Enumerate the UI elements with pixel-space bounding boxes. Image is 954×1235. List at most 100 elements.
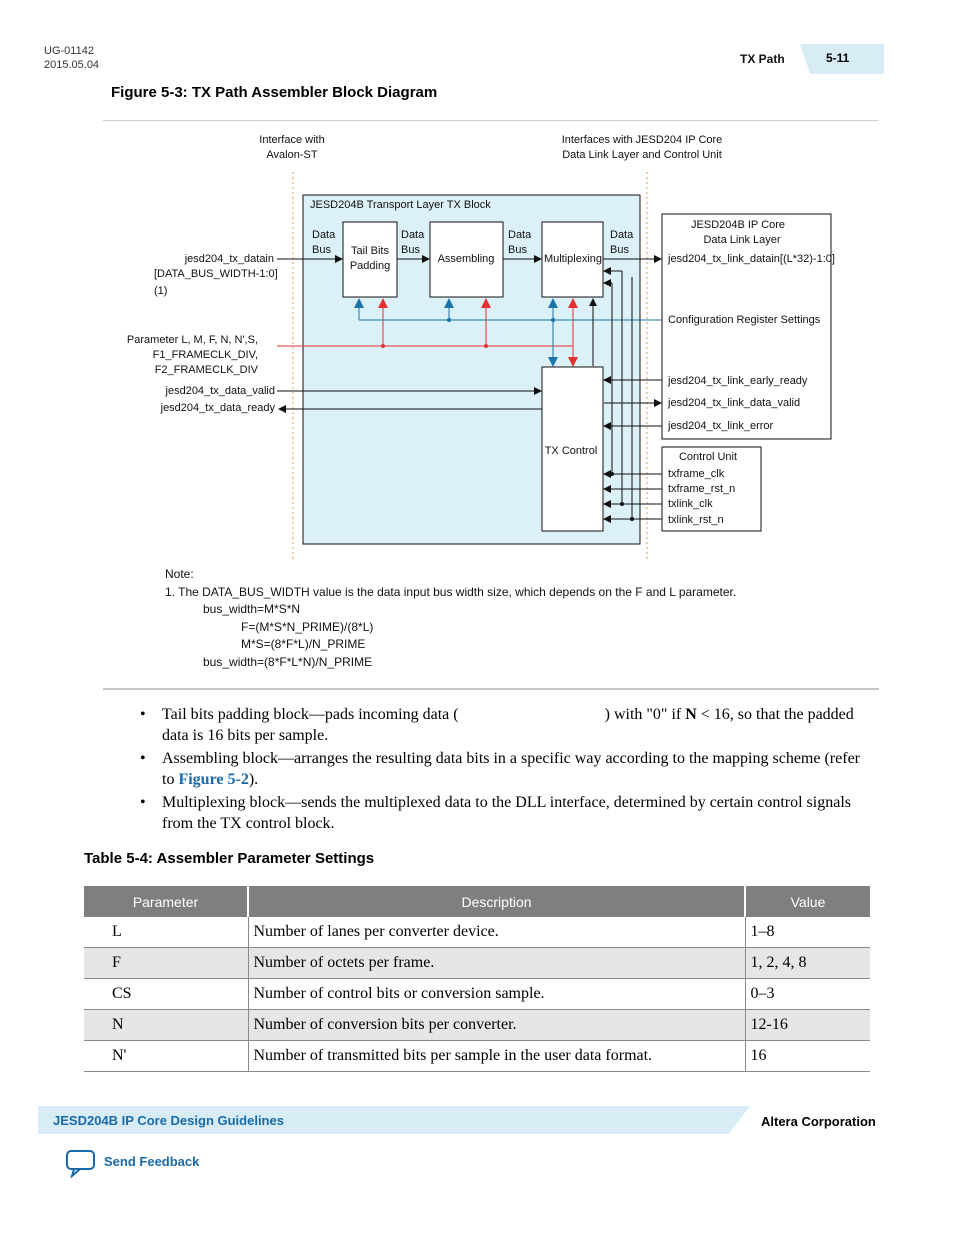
footer-bar bbox=[38, 1106, 750, 1134]
data-ready-label: jesd204_tx_data_ready bbox=[160, 402, 276, 414]
data-bus-label-2a: Data bbox=[401, 229, 425, 241]
cell-description: Number of transmitted bits per sample in… bbox=[248, 1040, 746, 1072]
tail-bits-label-2: Padding bbox=[350, 260, 390, 272]
page-number: 5-11 bbox=[826, 51, 850, 65]
data-bus-label-4a: Data bbox=[610, 229, 634, 241]
cu-junction-3 bbox=[630, 517, 634, 521]
tail-bits-label-1: Tail Bits bbox=[351, 245, 389, 257]
cu-signal-txlink-clk: txlink_clk bbox=[668, 498, 713, 510]
note-line-2: bus_width=M*S*N bbox=[203, 602, 300, 616]
bullet-multiplexing: Multiplexing block—sends the multiplexed… bbox=[140, 792, 870, 834]
config-junction-1 bbox=[447, 318, 451, 322]
dll-data-valid-label: jesd204_tx_link_data_valid bbox=[667, 397, 800, 409]
note-line-1: 1. The DATA_BUS_WIDTH value is the data … bbox=[165, 585, 736, 599]
bullet-tail-bits: Tail bits padding block—pads incoming da… bbox=[140, 704, 870, 746]
iface-avalon-line1: Interface with bbox=[259, 134, 324, 146]
note-line-4: M*S=(8*F*L)/N_PRIME bbox=[241, 637, 365, 651]
cell-parameter: F bbox=[84, 947, 249, 979]
figure-title: Figure 5-3: TX Path Assembler Block Diag… bbox=[111, 84, 438, 101]
cu-junction-2 bbox=[620, 502, 624, 506]
cell-value: 1, 2, 4, 8 bbox=[745, 947, 870, 979]
cu-signal-txlink-rst: txlink_rst_n bbox=[668, 514, 724, 526]
table-row: N' Number of transmitted bits per sample… bbox=[84, 1040, 870, 1072]
doc-date: 2015.05.04 bbox=[44, 59, 100, 71]
bullet-assembling-text-2: ). bbox=[248, 771, 259, 788]
cell-value: 12-16 bbox=[745, 1009, 870, 1041]
cell-parameter: L bbox=[84, 917, 249, 948]
iface-avalon-line2: Avalon-ST bbox=[266, 149, 317, 161]
iface-jesd-line1: Interfaces with JESD204 IP Core bbox=[562, 134, 723, 146]
tx-control-block bbox=[541, 366, 604, 532]
section-title: TX Path bbox=[740, 52, 785, 66]
header-parameter: Parameter bbox=[84, 886, 249, 917]
bullet-tail-bits-text-2: ) with "0" if bbox=[604, 706, 686, 723]
params-label-3: F2_FRAMECLK_DIV bbox=[155, 364, 259, 376]
multiplexing-block bbox=[541, 221, 604, 298]
data-bus-label-3b: Bus bbox=[508, 244, 527, 256]
table-row: N Number of conversion bits per converte… bbox=[84, 1009, 870, 1041]
datain-width-label: [DATA_BUS_WIDTH-1:0] bbox=[154, 268, 278, 280]
tail-bits-padding-block bbox=[342, 221, 398, 298]
bullet-assembling-text-1: Assembling block—arranges the resulting … bbox=[162, 750, 860, 788]
block-diagram: Interface with Avalon-ST Interfaces with… bbox=[127, 134, 835, 669]
table-row: CS Number of control bits or conversion … bbox=[84, 978, 870, 1010]
bullet-list: Tail bits padding block—pads incoming da… bbox=[140, 704, 870, 836]
data-bus-label-1b: Bus bbox=[312, 244, 331, 256]
params-label-1: Parameter L, M, F, N, N',S, bbox=[127, 334, 258, 346]
note-title: Note: bbox=[165, 567, 194, 581]
data-link-layer-block bbox=[661, 213, 832, 440]
dll-early-ready-label: jesd204_tx_link_early_ready bbox=[667, 375, 808, 387]
bullet-tail-bits-n: N bbox=[685, 706, 697, 723]
note-line-3: F=(M*S*N_PRIME)/(8*L) bbox=[241, 620, 373, 634]
doc-id: UG-01142 bbox=[44, 45, 94, 57]
note-line-5: bus_width=(8*F*L*N)/N_PRIME bbox=[203, 655, 372, 669]
cell-parameter: CS bbox=[84, 978, 249, 1010]
bullet-assembling: Assembling block—arranges the resulting … bbox=[140, 748, 870, 790]
send-feedback-link[interactable]: Send Feedback bbox=[104, 1154, 200, 1169]
cell-parameter: N' bbox=[84, 1040, 249, 1072]
data-bus-label-1a: Data bbox=[312, 229, 336, 241]
cell-description: Number of control bits or conversion sam… bbox=[248, 978, 746, 1010]
control-unit-title: Control Unit bbox=[679, 451, 737, 463]
dll-title-2: Data Link Layer bbox=[703, 234, 780, 246]
tx-control-label: TX Control bbox=[545, 445, 598, 457]
cu-signal-txframe-rst: txframe_rst_n bbox=[668, 483, 735, 495]
header-value: Value bbox=[745, 886, 870, 917]
param-junction-1 bbox=[381, 344, 385, 348]
assembler-parameter-table: Parameter Description Value L Number of … bbox=[84, 886, 870, 1072]
control-unit-block bbox=[661, 446, 762, 532]
table-header-row: Parameter Description Value bbox=[84, 886, 870, 917]
dll-config-label: Configuration Register Settings bbox=[668, 314, 821, 326]
data-bus-label-4b: Bus bbox=[610, 244, 629, 256]
cu-signal-txframe-clk: txframe_clk bbox=[668, 468, 725, 480]
parameter-lines bbox=[277, 298, 578, 367]
cell-description: Number of conversion bits per converter. bbox=[248, 1009, 746, 1041]
data-bus-label-2b: Bus bbox=[401, 244, 420, 256]
dll-error-label: jesd204_tx_link_error bbox=[667, 420, 774, 432]
transport-layer-title: JESD204B Transport Layer TX Block bbox=[310, 199, 491, 211]
config-junction-2 bbox=[551, 318, 555, 322]
footer-guide-link[interactable]: JESD204B IP Core Design Guidelines bbox=[53, 1113, 284, 1128]
dll-title-1: JESD204B IP Core bbox=[691, 219, 785, 231]
cell-parameter: N bbox=[84, 1009, 249, 1041]
bullet-tail-bits-text-1: Tail bits padding block—pads incoming da… bbox=[162, 706, 459, 723]
dll-datain-label: jesd204_tx_link_datain[(L*32)-1:0] bbox=[667, 253, 835, 265]
cell-value: 0–3 bbox=[745, 978, 870, 1010]
table-title: Table 5-4: Assembler Parameter Settings bbox=[84, 850, 375, 867]
bullet-tail-bits-text-3: < 16, so that the padded data is 16 bits… bbox=[162, 706, 854, 744]
cell-description: Number of lanes per converter device. bbox=[248, 917, 746, 948]
figure-bottom-rule bbox=[103, 688, 879, 690]
assembling-label: Assembling bbox=[438, 253, 495, 265]
page-tab bbox=[800, 44, 884, 74]
feedback-icon[interactable] bbox=[66, 1150, 96, 1178]
assembling-block bbox=[429, 221, 504, 298]
params-label-2: F1_FRAMECLK_DIV, bbox=[153, 349, 258, 361]
iface-jesd-line2: Data Link Layer and Control Unit bbox=[562, 149, 722, 161]
multiplexing-label: Multiplexing bbox=[544, 253, 602, 265]
table-row: L Number of lanes per converter device. … bbox=[84, 917, 870, 948]
figure-5-2-link[interactable]: Figure 5-2 bbox=[178, 771, 249, 788]
header-description: Description bbox=[248, 886, 746, 917]
table-row: F Number of octets per frame. 1, 2, 4, 8 bbox=[84, 947, 870, 979]
footer-company: Altera Corporation bbox=[761, 1114, 876, 1129]
param-junction-2 bbox=[484, 344, 488, 348]
